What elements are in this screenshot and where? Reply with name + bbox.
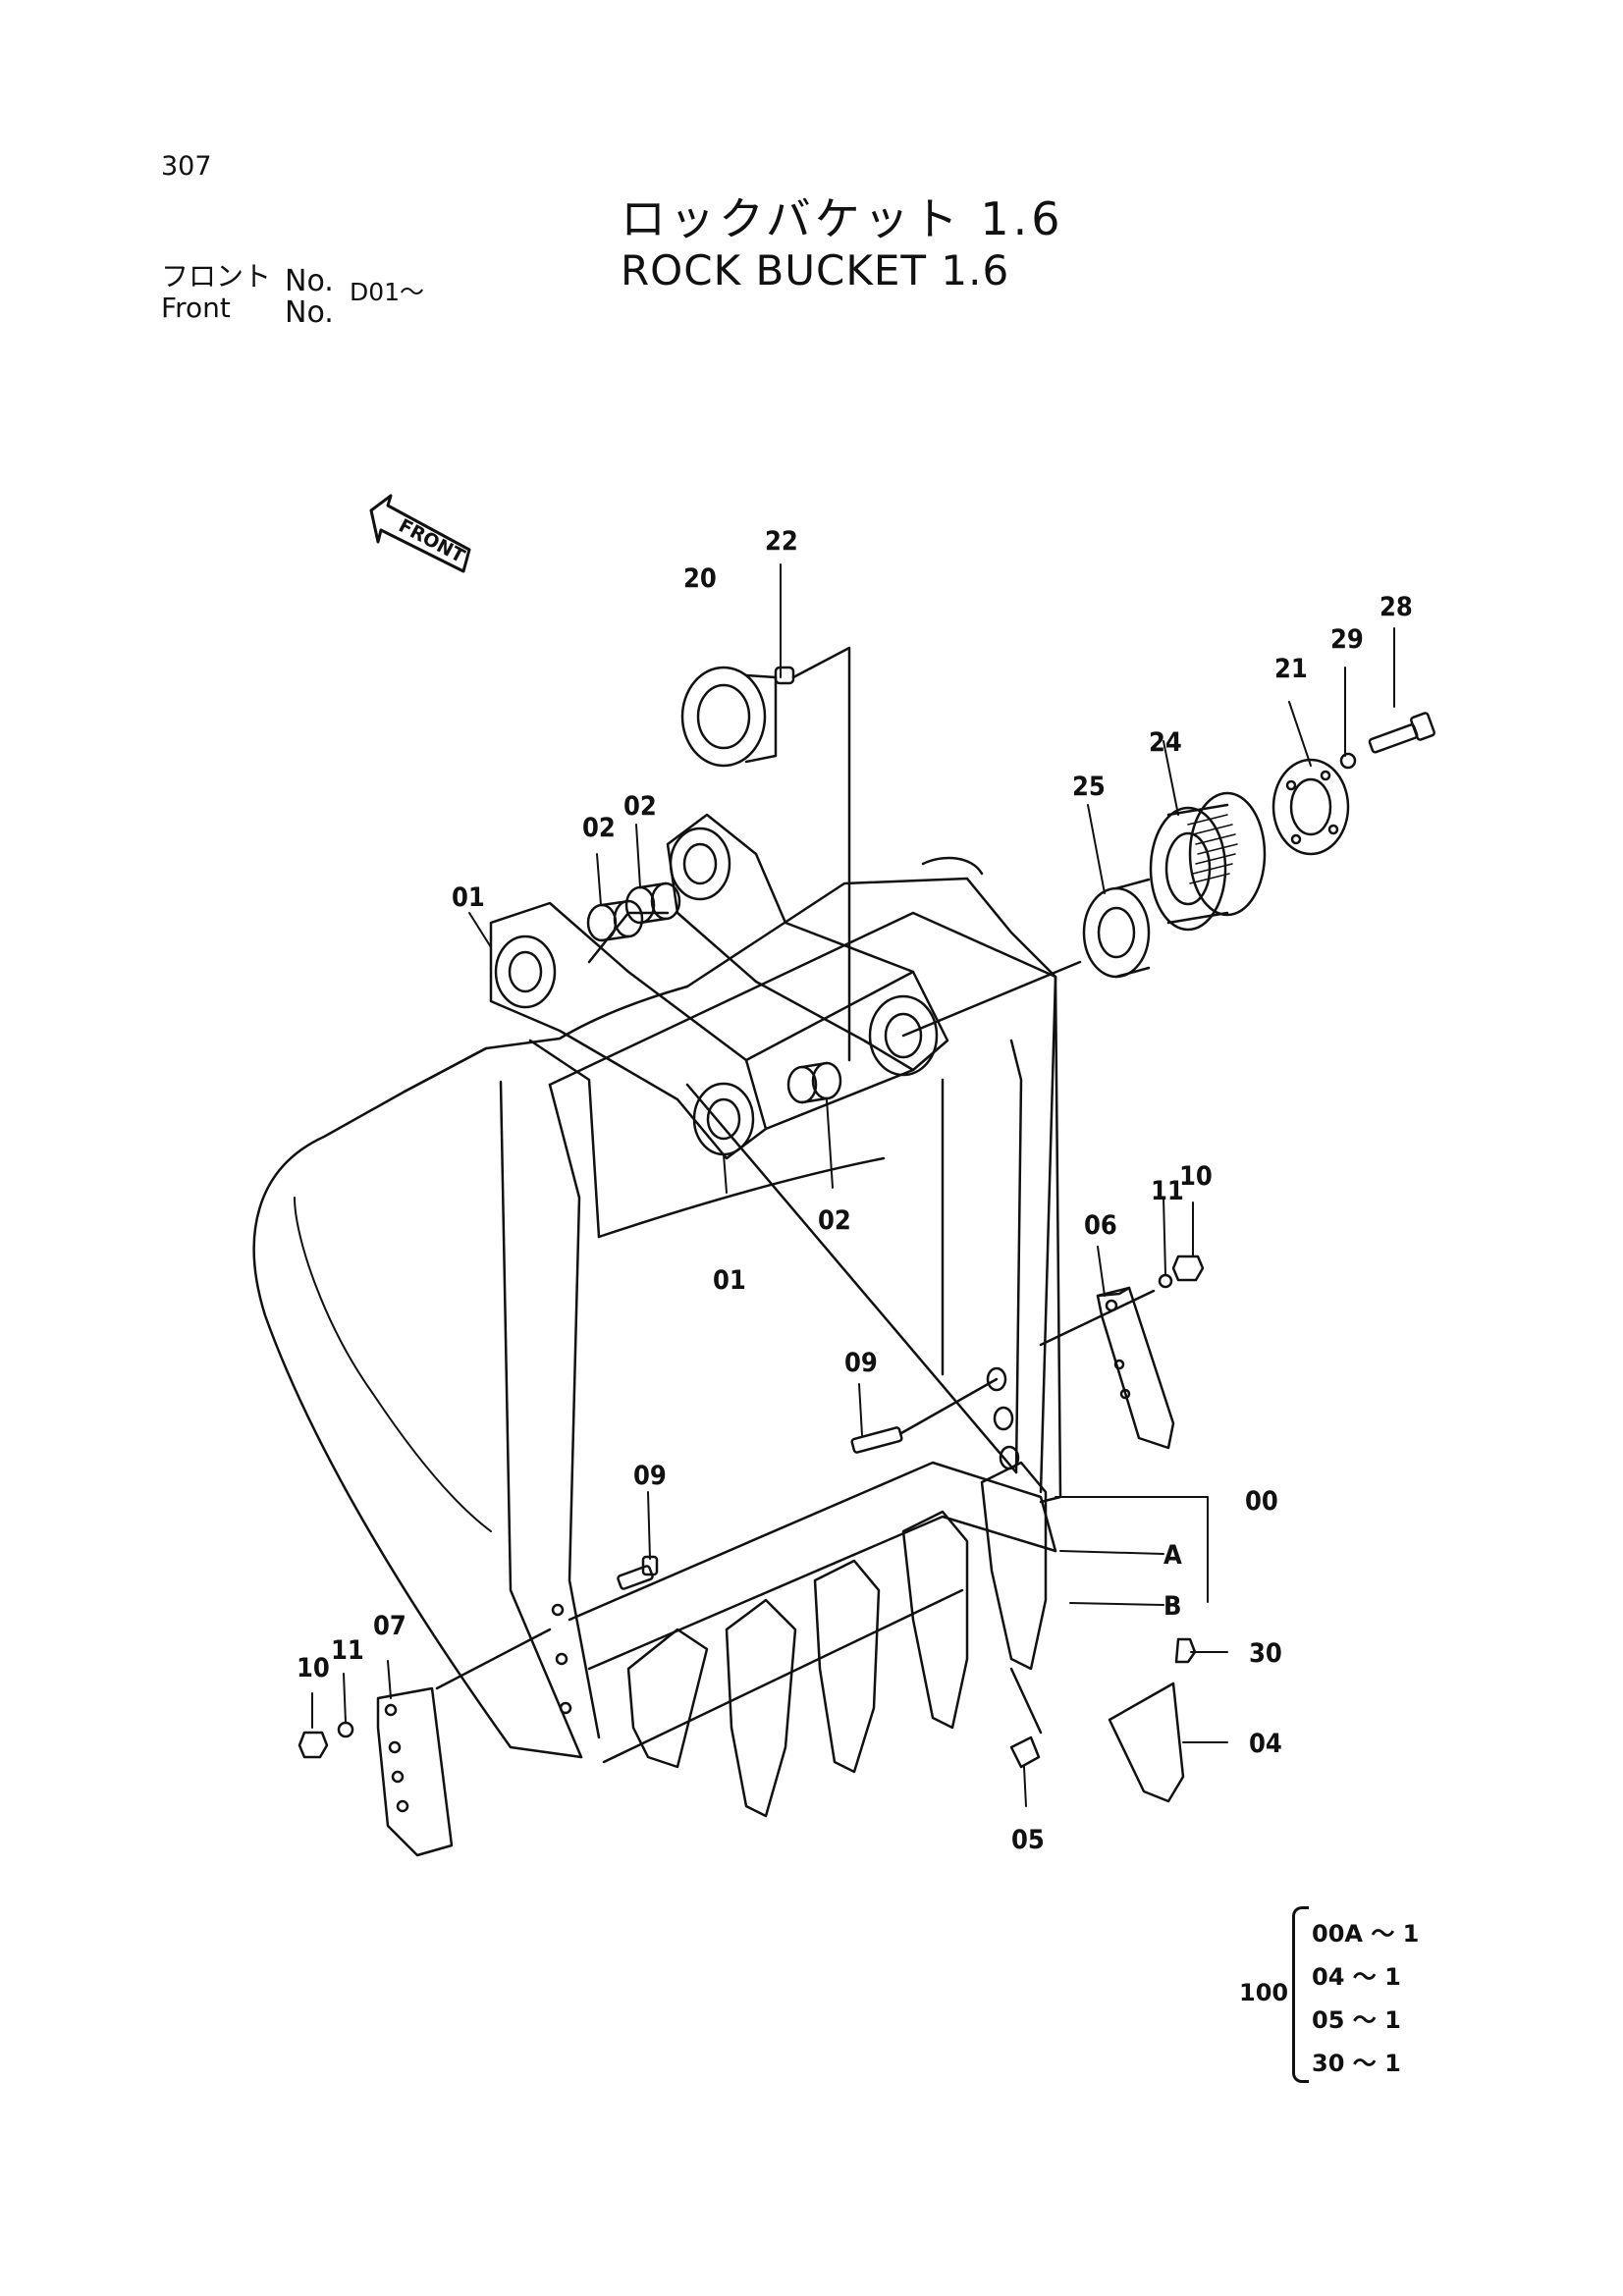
callout-02b: 02 xyxy=(623,791,657,822)
callout-11a: 11 xyxy=(1151,1176,1184,1206)
pin-cap-part-20 xyxy=(680,646,851,1062)
boss-part-01 xyxy=(494,827,939,1156)
callout-10b: 10 xyxy=(297,1653,330,1683)
title-english: ROCK BUCKET 1.6 xyxy=(621,246,1010,294)
callout-24: 24 xyxy=(1149,727,1182,758)
callout-02c: 02 xyxy=(818,1205,851,1236)
leader-lines xyxy=(311,563,1395,1807)
callout-A: A xyxy=(1163,1540,1182,1571)
callout-21: 21 xyxy=(1274,654,1308,684)
callout-B: B xyxy=(1163,1591,1182,1622)
front-label-english: Front xyxy=(161,292,231,324)
page-number: 307 xyxy=(161,151,212,182)
kit-item: 04 ～ 1 xyxy=(1312,1963,1401,1991)
callout-06: 06 xyxy=(1084,1210,1117,1241)
bolt-part-09 xyxy=(617,1377,999,1590)
front-direction-arrow: FRONT xyxy=(369,494,471,573)
callout-09b: 09 xyxy=(633,1461,667,1491)
callout-29: 29 xyxy=(1330,624,1364,655)
callout-09a: 09 xyxy=(844,1348,878,1378)
front-label-japanese: フロント xyxy=(161,260,272,293)
title-japanese: ロックバケット 1.6 xyxy=(621,192,1064,245)
side-cutter-06 xyxy=(1039,1255,1205,1450)
kit-number: 100 xyxy=(1239,1979,1289,2006)
callout-05: 05 xyxy=(1011,1825,1045,1855)
callout-07: 07 xyxy=(373,1611,406,1641)
callout-25: 25 xyxy=(1072,772,1106,802)
callout-00: 00 xyxy=(1245,1486,1278,1517)
kit-item: 30 ～ 1 xyxy=(1312,2050,1401,2077)
kit-brace xyxy=(1292,1906,1309,2083)
kit-item: 00A ～ 1 xyxy=(1312,1920,1420,1948)
callout-01b: 01 xyxy=(713,1265,746,1296)
callout-22: 22 xyxy=(765,526,798,557)
callout-10a: 10 xyxy=(1179,1161,1213,1192)
boss-brackets xyxy=(489,813,949,1160)
callout-30: 30 xyxy=(1249,1638,1282,1669)
number-label-1: No. xyxy=(285,264,334,298)
serial-range: D01～ xyxy=(350,278,425,306)
callout-02a: 02 xyxy=(582,813,616,843)
callout-28: 28 xyxy=(1380,592,1413,622)
bucket-body xyxy=(252,856,1062,1764)
callout-11b: 11 xyxy=(331,1635,364,1666)
kit-item: 05 ～ 1 xyxy=(1312,2006,1401,2034)
pin-part-05 xyxy=(1009,1667,1043,1769)
callouts: 20 22 28 29 21 24 25 02 02 01 01 02 10 1… xyxy=(297,526,1413,1855)
shim-assembly xyxy=(901,712,1435,1038)
teeth-row xyxy=(626,1461,1197,1818)
number-label-2: No. xyxy=(285,295,334,330)
side-cutter-07 xyxy=(298,1628,552,1857)
callout-20: 20 xyxy=(683,563,717,594)
callout-04: 04 xyxy=(1249,1729,1282,1759)
callout-01a: 01 xyxy=(452,882,485,913)
